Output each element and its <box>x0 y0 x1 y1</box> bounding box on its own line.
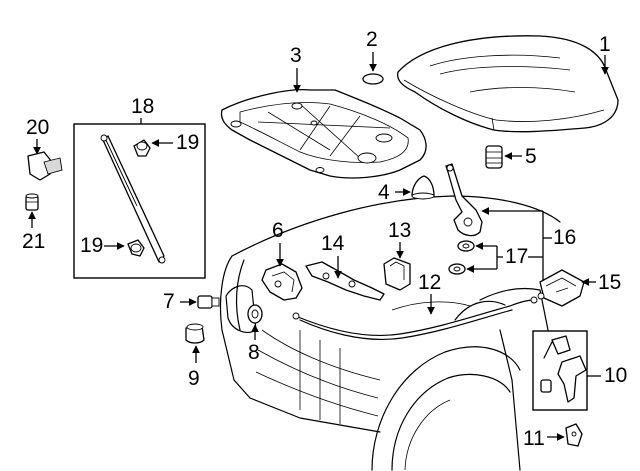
part-actuator <box>537 269 585 307</box>
callout-4: 4 <box>378 181 390 204</box>
callout-8: 8 <box>248 341 260 364</box>
callout-11: 11 <box>523 427 545 450</box>
callout-9: 9 <box>188 367 200 390</box>
callout-18: 18 <box>131 95 154 118</box>
part-grommet <box>247 304 263 324</box>
part-ball-stud-upper <box>133 139 151 157</box>
part-bolt <box>197 295 220 309</box>
callout-14: 14 <box>321 232 345 255</box>
box-lift-support <box>73 123 206 279</box>
callout-7: 7 <box>163 290 175 313</box>
part-lock <box>261 263 303 301</box>
part-bracket <box>383 257 411 291</box>
callout-2: 2 <box>366 28 378 51</box>
callout-12: 12 <box>418 271 441 294</box>
part-screw <box>25 193 39 211</box>
part-cushion <box>485 145 503 169</box>
part-safety-hook <box>565 423 583 447</box>
callout-21: 21 <box>22 230 45 253</box>
part-hinge <box>445 163 483 237</box>
callout-15: 15 <box>598 271 621 294</box>
callout-1: 1 <box>599 33 611 56</box>
part-insulator <box>220 89 427 179</box>
callout-5: 5 <box>525 145 537 168</box>
part-lift-support <box>100 134 166 264</box>
callout-6: 6 <box>272 219 284 242</box>
part-release-cable <box>292 296 538 341</box>
callout-19a: 19 <box>176 131 199 154</box>
part-support <box>305 261 385 301</box>
part-ball-stud-lower <box>127 239 145 257</box>
callout-16: 16 <box>553 226 576 249</box>
part-hood <box>396 35 619 133</box>
callout-3: 3 <box>290 44 302 67</box>
callout-19b: 19 <box>80 234 103 257</box>
callout-17: 17 <box>505 245 528 268</box>
part-lock-hook <box>540 335 587 403</box>
part-washers <box>448 240 475 275</box>
part-seal <box>362 73 384 85</box>
part-hood-stop <box>27 151 63 181</box>
callout-20: 20 <box>26 116 49 139</box>
box-lock-parts <box>532 330 588 411</box>
callout-10: 10 <box>604 364 627 387</box>
callout-13: 13 <box>388 219 411 242</box>
part-cushion-round <box>185 323 205 344</box>
vehicle-front-outline <box>219 195 561 471</box>
part-retainer <box>411 175 435 200</box>
